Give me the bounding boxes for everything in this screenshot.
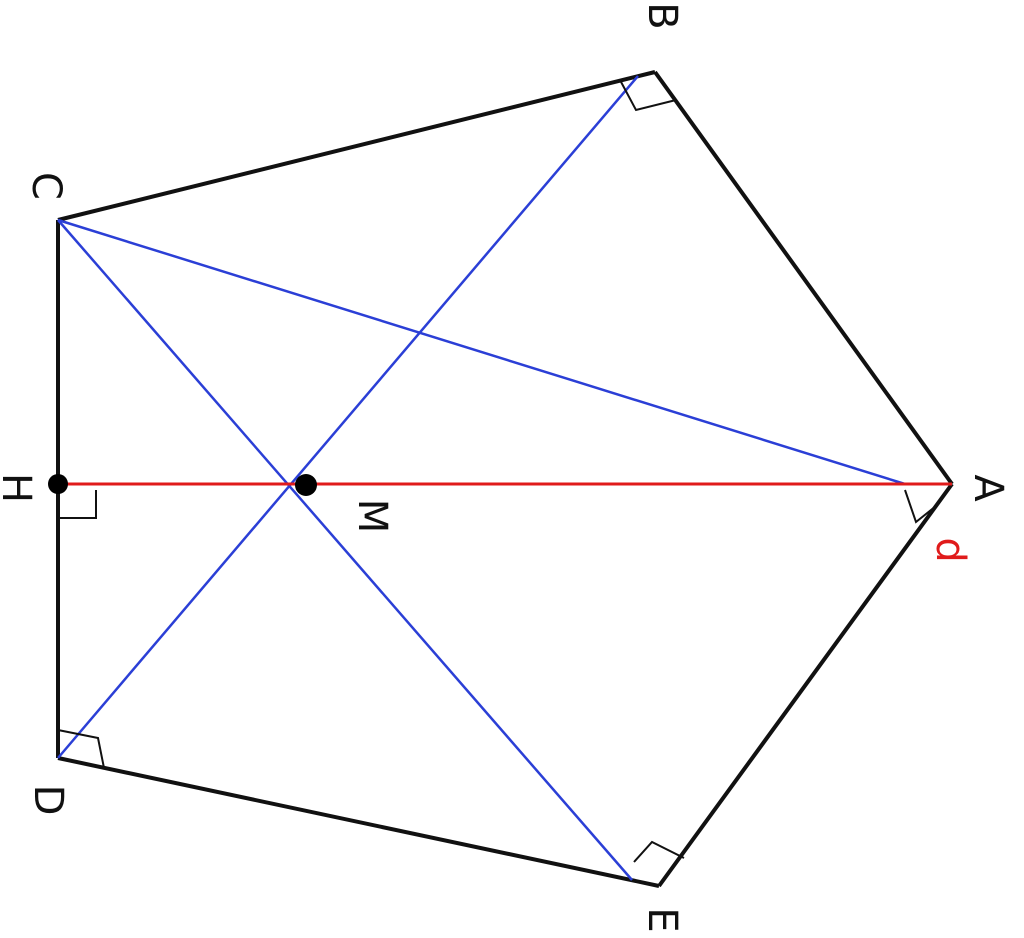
right-angle-D — [57, 729, 105, 769]
side-BC — [57, 70, 656, 222]
point-M — [295, 474, 317, 496]
diagonal-DB — [57, 75, 639, 759]
right-angle-B — [619, 79, 677, 112]
side-EA — [657, 482, 954, 888]
label-C: C — [23, 172, 69, 200]
label-B: B — [639, 2, 685, 29]
pentagon-outline — [56, 70, 954, 888]
side-DE — [57, 756, 660, 888]
label-E: E — [639, 907, 685, 932]
point-H — [48, 474, 68, 494]
right-angle-markers — [57, 79, 937, 863]
right-angle-A — [904, 489, 937, 524]
diagonal-CA — [57, 218, 906, 486]
label-H: H — [0, 473, 39, 503]
diagonals — [57, 75, 906, 881]
right-angle-H — [60, 490, 97, 519]
label-d: d — [927, 537, 973, 562]
label-M: M — [349, 499, 395, 534]
label-D: D — [25, 785, 71, 816]
right-angle-E — [633, 840, 685, 863]
diagonal-CE — [57, 219, 633, 881]
label-A: A — [965, 474, 1011, 502]
side-AB — [653, 70, 954, 486]
